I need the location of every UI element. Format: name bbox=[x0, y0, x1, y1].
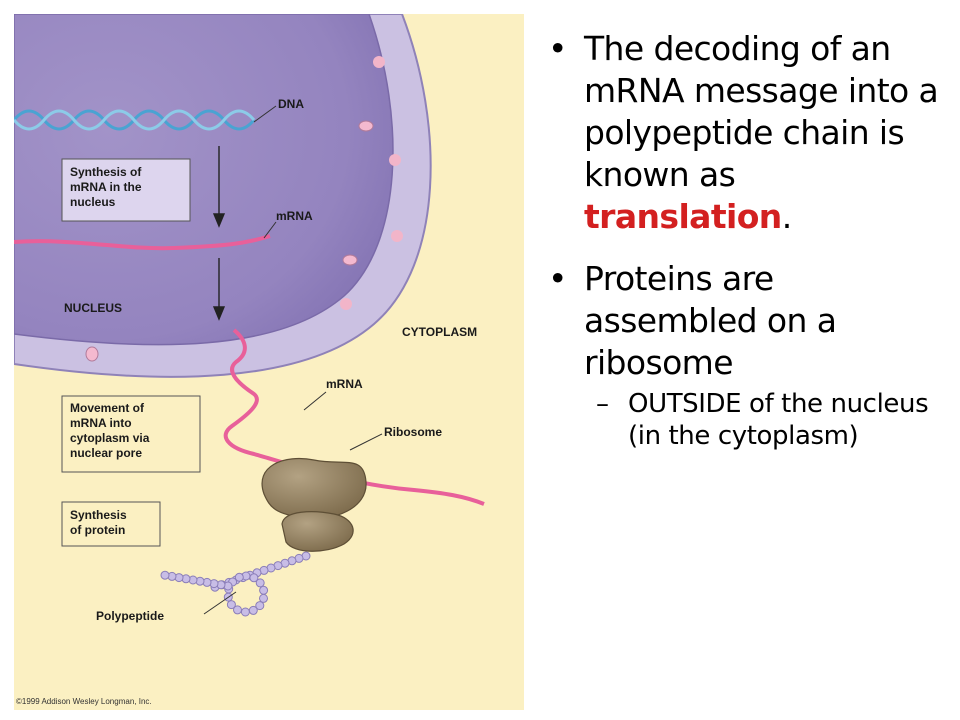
mrna-strand-cytoplasm bbox=[223, 328, 485, 506]
mrna-label-top: mRNA bbox=[276, 209, 313, 223]
step-box-2: Movement of mRNA into cytoplasm via nucl… bbox=[61, 395, 201, 473]
svg-text:nuclear pore: nuclear pore bbox=[70, 446, 142, 460]
ribosome bbox=[261, 457, 367, 552]
svg-text:Synthesis of: Synthesis of bbox=[70, 165, 142, 179]
svg-text:of protein: of protein bbox=[70, 523, 125, 537]
flow-arrows bbox=[212, 146, 226, 321]
mrna-strand-nucleus bbox=[14, 234, 271, 251]
highlight-translation: translation bbox=[584, 197, 782, 236]
polypeptide-label: Polypeptide bbox=[96, 609, 164, 623]
svg-text:cytoplasm via: cytoplasm via bbox=[70, 431, 150, 445]
nucleus-interior bbox=[14, 14, 394, 346]
envelope-flowers bbox=[340, 56, 403, 310]
bullet-panel: The decoding of an mRNA message into a p… bbox=[548, 28, 948, 472]
mrna-label-mid: mRNA bbox=[326, 377, 363, 391]
sub-bullet-list: OUTSIDE of the nucleus (in the cytoplasm… bbox=[584, 388, 948, 452]
nuclear-pores bbox=[85, 120, 374, 362]
cytoplasm-label: CYTOPLASM bbox=[402, 325, 477, 339]
bullet-translation: The decoding of an mRNA message into a p… bbox=[548, 28, 948, 238]
copyright-note: ©1999 Addison Wesley Longman, Inc. bbox=[16, 697, 152, 706]
sub-bullet-outside: OUTSIDE of the nucleus (in the cytoplasm… bbox=[584, 388, 948, 452]
nucleus-label: NUCLEUS bbox=[64, 301, 122, 315]
polypeptide-chain bbox=[160, 551, 311, 617]
svg-text:Movement of: Movement of bbox=[70, 401, 145, 415]
svg-text:mRNA in the: mRNA in the bbox=[70, 180, 142, 194]
svg-text:Synthesis: Synthesis bbox=[70, 508, 127, 522]
dna-helix bbox=[14, 109, 256, 131]
ribosome-label: Ribosome bbox=[384, 425, 442, 439]
step-box-3: Synthesis of protein bbox=[61, 501, 161, 547]
svg-text:mRNA into: mRNA into bbox=[70, 416, 132, 430]
translation-diagram: DNA Synthesis of mRNA in the nucleus mRN… bbox=[14, 14, 524, 710]
step-box-1: Synthesis of mRNA in the nucleus bbox=[61, 158, 191, 222]
bullet-proteins: Proteins are assembled on a ribosome OUT… bbox=[548, 258, 948, 452]
svg-text:nucleus: nucleus bbox=[70, 195, 116, 209]
dna-label: DNA bbox=[278, 97, 304, 111]
bullet-list: The decoding of an mRNA message into a p… bbox=[548, 28, 948, 452]
